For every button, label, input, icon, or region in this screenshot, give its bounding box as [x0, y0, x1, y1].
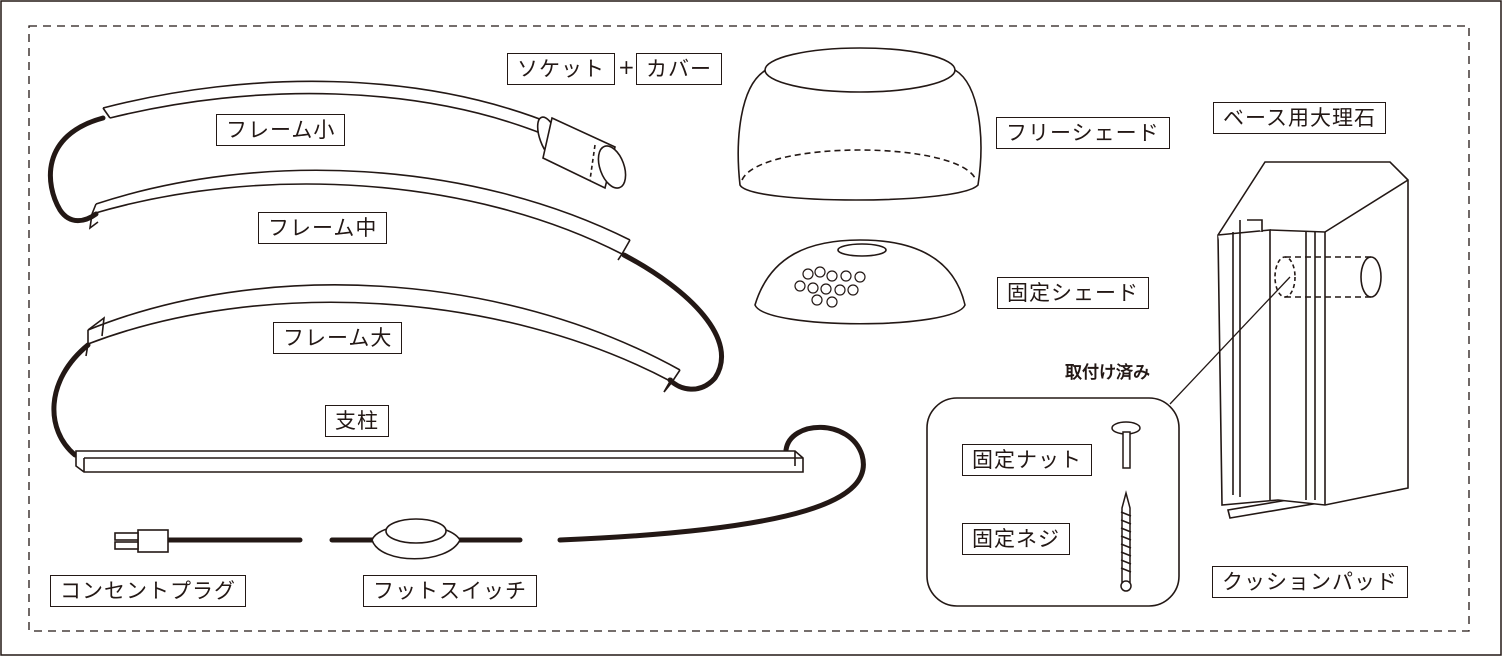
label-plug: コンセントプラグ: [50, 575, 246, 607]
label-preinstalled: 取付け済み: [1065, 363, 1150, 383]
frame-medium: [88, 169, 631, 261]
cord-pillar-to-switch: [557, 424, 866, 543]
label-foot-switch: フットスイッチ: [363, 575, 537, 607]
socket-cover-part: [536, 116, 627, 190]
label-socket: ソケット: [507, 53, 615, 85]
label-frame-medium: フレーム中: [258, 212, 388, 244]
cord-medium-to-large: [621, 252, 724, 392]
leader-line: [1169, 276, 1291, 405]
label-cover: カバー: [636, 53, 722, 85]
frame-small: [102, 80, 556, 137]
frame-large: [85, 284, 681, 393]
foot-switch-part: [371, 518, 461, 560]
cord-large-to-pillar: [51, 342, 91, 458]
free-shade-part: [737, 47, 982, 201]
plug-part: [114, 529, 169, 553]
nut-part: [1111, 421, 1141, 469]
label-fixing-nut: 固定ナット: [962, 444, 1092, 476]
label-cushion-pad: クッションパッド: [1212, 566, 1408, 598]
label-fixed-shade: 固定シェード: [997, 277, 1149, 309]
label-fixing-screw: 固定ネジ: [962, 523, 1070, 555]
power-cords: [47, 115, 866, 543]
screw-part: [1120, 490, 1132, 592]
label-frame-small: フレーム小: [216, 114, 346, 146]
cord-small-to-medium: [47, 115, 106, 224]
label-pillar: 支柱: [325, 405, 389, 437]
fixed-shade-holes: [794, 266, 866, 308]
label-plus: +: [618, 55, 635, 79]
label-marble-base: ベース用大理石: [1213, 102, 1386, 134]
preinstalled-box: [926, 397, 1180, 607]
marble-base-part: [1217, 161, 1409, 519]
label-frame-large: フレーム大: [273, 322, 403, 354]
pillar-part: [75, 450, 804, 473]
label-free-shade: フリーシェード: [996, 117, 1170, 149]
dashed-frame: [28, 25, 1470, 632]
